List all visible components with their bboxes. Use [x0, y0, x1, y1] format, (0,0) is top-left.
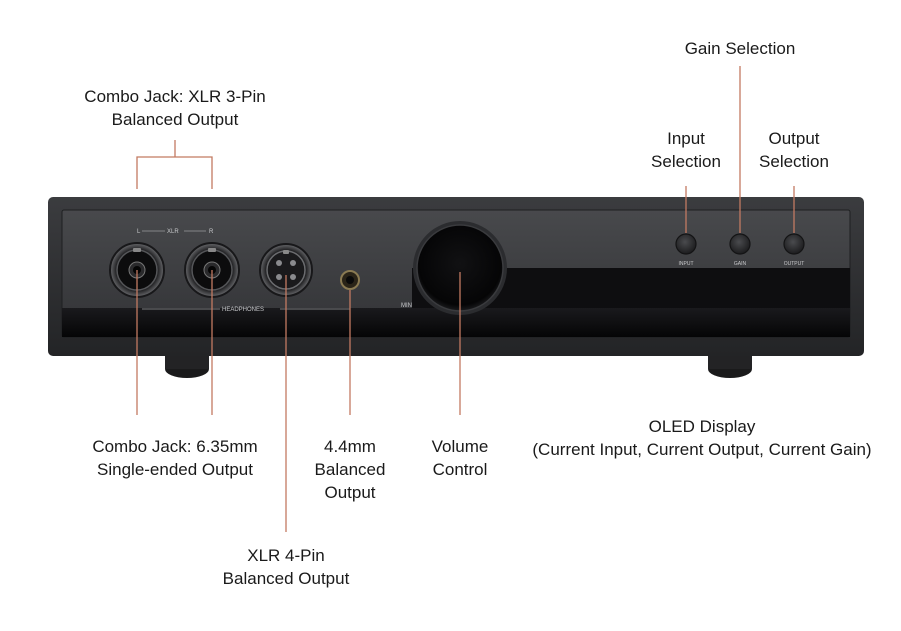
balanced-44-line2: Balanced [314, 460, 386, 479]
balanced-44-line3: Output [324, 483, 376, 502]
gain-selection-label: Gain Selection [685, 37, 796, 60]
output-selection-line1: Output [768, 129, 820, 148]
input-selection-button[interactable] [675, 233, 697, 255]
volume-control-line2: Control [432, 460, 488, 479]
headphones-marking: HEADPHONES [222, 307, 264, 313]
leader-xlr3pin-bracket [136, 156, 213, 189]
device-feet [165, 354, 752, 378]
xlr-right-marking: R [209, 229, 214, 235]
xlr-left-marking: L [137, 229, 141, 235]
oled-display-label: OLED Display (Current Input, Current Out… [532, 415, 871, 461]
volume-control-label: Volume Control [432, 435, 489, 481]
input-selection-label: Input Selection [651, 127, 721, 173]
volume-control-line1: Volume [431, 437, 489, 456]
gain-button-marking: GAIN [734, 261, 747, 267]
gain-selection-button[interactable] [729, 233, 751, 255]
output-selection-line2: Selection [759, 152, 829, 171]
balanced-44-line1: 4.4mm [324, 437, 376, 456]
input-button-marking: INPUT [679, 261, 694, 267]
oled-display-line2: (Current Input, Current Output, Current … [532, 440, 872, 459]
xlr-4pin-line1: XLR 4-Pin [247, 546, 325, 565]
volume-knob[interactable] [413, 221, 507, 315]
combo-635-line1: Combo Jack: 6.35mm [92, 437, 258, 456]
xlr-4pin-label: XLR 4-Pin Balanced Output [223, 544, 350, 590]
oled-display-line1: OLED Display [648, 417, 756, 436]
input-selection-line2: Selection [651, 152, 721, 171]
output-selection-button[interactable] [783, 233, 805, 255]
leader-lines [136, 66, 795, 532]
xlr-4pin-line2: Balanced Output [222, 569, 350, 588]
balanced-44-label: 4.4mm Balanced Output [315, 435, 386, 504]
combo-xlr3pin-line2: Balanced Output [111, 110, 239, 129]
output-button-marking: OUTPUT [784, 261, 805, 267]
combo-xlr3pin-label: Combo Jack: XLR 3-Pin Balanced Output [84, 85, 265, 131]
xlr-marking-text: XLR [167, 229, 179, 235]
xlr-marking [142, 230, 350, 310]
combo-xlr3pin-line1: Combo Jack: XLR 3-Pin [84, 87, 266, 106]
combo-635-line2: Single-ended Output [97, 460, 253, 479]
input-selection-line1: Input [667, 129, 705, 148]
min-marking: MIN [401, 303, 412, 309]
combo-635-label: Combo Jack: 6.35mm Single-ended Output [92, 435, 257, 481]
gain-selection-text: Gain Selection [684, 39, 796, 58]
output-selection-label: Output Selection [759, 127, 829, 173]
balanced-44mm-jack[interactable] [340, 270, 360, 290]
